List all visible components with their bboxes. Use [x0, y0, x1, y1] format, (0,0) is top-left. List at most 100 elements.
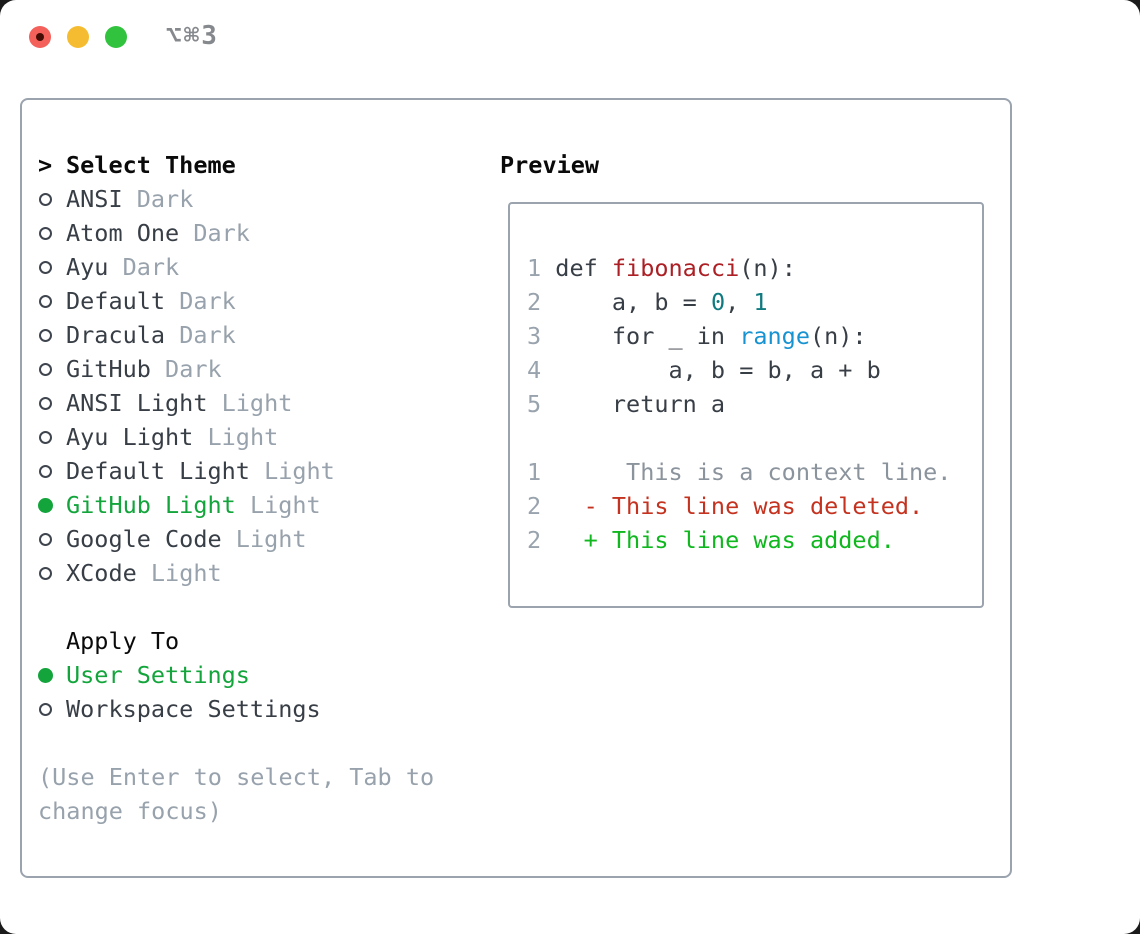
spacer	[38, 726, 434, 760]
option-theme-atom-one[interactable]: Atom One Dark	[38, 216, 434, 250]
theme-name: ANSI Light	[66, 389, 208, 417]
theme-label: Ayu Dark	[66, 253, 179, 281]
token-code: ,	[725, 288, 754, 316]
radio-unselected-icon	[38, 260, 66, 274]
theme-name: Ayu Light	[66, 423, 194, 451]
window-title: ⌥⌘3	[166, 21, 219, 51]
theme-name: GitHub Light	[66, 491, 236, 519]
hint-text: (Use Enter to select, Tab to change focu…	[38, 760, 434, 828]
apply-to-title: Apply To	[66, 627, 180, 655]
option-theme-dracula[interactable]: Dracula Dark	[38, 318, 434, 352]
theme-name: Default	[66, 287, 166, 315]
close-dot-icon	[36, 33, 44, 41]
line-number: 3	[527, 322, 542, 350]
line-number: 5	[527, 390, 542, 418]
radio-unselected-icon	[38, 328, 66, 342]
radio-unselected-icon	[38, 192, 66, 206]
theme-label: Atom One Dark	[66, 219, 250, 247]
theme-name: Google Code	[66, 525, 222, 553]
theme-name: Default Light	[66, 457, 250, 485]
preview-line: 1 This is a context line.	[527, 455, 982, 489]
option-theme-github-light[interactable]: GitHub Light Light	[38, 488, 434, 522]
preview-line	[527, 421, 982, 455]
radio-unselected-icon	[38, 226, 66, 240]
option-theme-ansi-light[interactable]: ANSI Light Light	[38, 386, 434, 420]
traffic-lights	[29, 26, 127, 48]
close-button[interactable]	[29, 26, 51, 48]
radio-selected-icon	[38, 497, 66, 513]
theme-label: ANSI Light Light	[66, 389, 292, 417]
theme-variant-tag: Light	[235, 525, 307, 553]
select-theme-header: > Select Theme	[38, 148, 434, 182]
theme-variant-tag: Light	[207, 423, 279, 451]
theme-name: GitHub	[66, 355, 151, 383]
radio-unselected-icon	[38, 430, 66, 444]
option-theme-default-light[interactable]: Default Light Light	[38, 454, 434, 488]
theme-variant-tag: Light	[221, 389, 293, 417]
hint-line-1: (Use Enter to select, Tab to	[38, 763, 435, 791]
token-code: a, b = b, a + b	[541, 356, 881, 384]
theme-label: Default Dark	[66, 287, 236, 315]
option-theme-ayu-light[interactable]: Ayu Light Light	[38, 420, 434, 454]
token-code: (n):	[809, 322, 867, 350]
radio-unselected-icon	[38, 532, 66, 546]
theme-name: Ayu	[66, 253, 109, 281]
radio-unselected-icon	[38, 464, 66, 478]
theme-name: ANSI	[66, 185, 123, 213]
option-apply-user-settings[interactable]: User Settings	[38, 658, 434, 692]
option-theme-ansi[interactable]: ANSI Dark	[38, 182, 434, 216]
theme-variant-tag: Dark	[179, 321, 236, 349]
radio-unselected-icon	[38, 702, 66, 716]
token-code: for _ in	[541, 322, 740, 350]
line-number: 2	[527, 492, 542, 520]
token-context: This is a context line.	[541, 458, 952, 486]
line-number: 2	[527, 526, 542, 554]
theme-variant-tag: Dark	[193, 219, 250, 247]
zoom-button[interactable]	[105, 26, 127, 48]
radio-selected-icon	[38, 667, 66, 683]
preview-line: 2 a, b = 0, 1	[527, 285, 982, 319]
theme-name: XCode	[66, 559, 137, 587]
line-number: 1	[527, 458, 542, 486]
apply-option-label: Workspace Settings	[66, 695, 321, 723]
theme-variant-tag: Light	[264, 457, 335, 485]
token-code: (n):	[739, 254, 796, 282]
theme-label: Ayu Light Light	[66, 423, 278, 451]
radio-unselected-icon	[38, 396, 66, 410]
radio-unselected-icon	[38, 362, 66, 376]
option-theme-google-code[interactable]: Google Code Light	[38, 522, 434, 556]
hint-line-2: change focus)	[38, 797, 222, 825]
token-func: fibonacci	[611, 254, 740, 282]
option-theme-github[interactable]: GitHub Dark	[38, 352, 434, 386]
minimize-button[interactable]	[67, 26, 89, 48]
token-num: 0	[710, 288, 726, 316]
apply-to-header: Apply To	[38, 624, 434, 658]
token-deleted: - This line was deleted.	[541, 492, 924, 520]
theme-label: XCode Light	[66, 559, 222, 587]
option-theme-default[interactable]: Default Dark	[38, 284, 434, 318]
theme-label: GitHub Light Light	[66, 491, 321, 519]
focus-prompt-icon: >	[38, 151, 53, 179]
theme-label: Google Code Light	[66, 525, 307, 553]
theme-variant-tag: Dark	[136, 185, 194, 213]
theme-variant-tag: Dark	[165, 355, 222, 383]
option-theme-xcode[interactable]: XCode Light	[38, 556, 434, 590]
token-code: def	[541, 254, 612, 282]
radio-unselected-icon	[38, 566, 66, 580]
token-num: 1	[753, 288, 768, 316]
option-apply-workspace-settings[interactable]: Workspace Settings	[38, 692, 434, 726]
preview-line: 2 - This line was deleted.	[527, 489, 982, 523]
option-theme-ayu[interactable]: Ayu Dark	[38, 250, 434, 284]
preview-line: 2 + This line was added.	[527, 523, 982, 557]
preview-line: 5 return a	[527, 387, 982, 421]
select-theme-title: Select Theme	[66, 151, 236, 179]
radio-unselected-icon	[38, 294, 66, 308]
theme-variant-tag: Dark	[122, 253, 180, 281]
line-number: 4	[527, 356, 542, 384]
preview-header: Preview	[500, 151, 600, 179]
